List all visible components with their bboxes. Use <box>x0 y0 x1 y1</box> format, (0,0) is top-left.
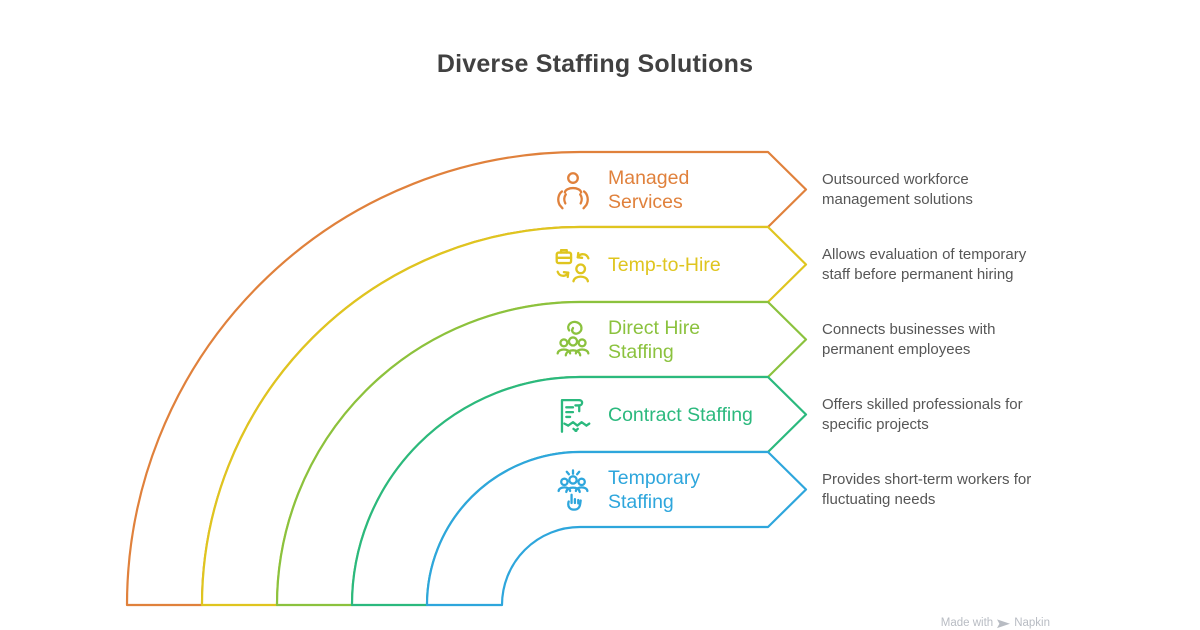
desc-line: management solutions <box>822 190 973 208</box>
label-line: Services <box>608 190 683 213</box>
row-label: Temporary Staffing <box>608 452 788 527</box>
direct-hire-staffing-icon <box>548 302 598 377</box>
page-title: Diverse Staffing Solutions <box>436 50 754 78</box>
label-line: Managed <box>608 166 690 189</box>
managed-services-icon <box>548 152 598 227</box>
row-temp-to-hire: Temp-to-Hire Allows evaluation of tempor… <box>540 227 1100 302</box>
watermark: Made with Napkin <box>941 616 1050 630</box>
label-line: Staffing <box>608 490 674 513</box>
desc-line: Outsourced workforce <box>822 171 969 188</box>
desc-line: specific projects <box>822 415 929 433</box>
row-description: Outsourced workforce management solution… <box>822 152 1082 227</box>
band-4 <box>425 450 808 607</box>
label-line: Staffing <box>608 340 674 363</box>
label-line: Temp-to-Hire <box>608 253 721 276</box>
row-label: Managed Services <box>608 152 788 227</box>
label-line: Contract Staffing <box>608 403 753 426</box>
desc-line: Offers skilled professionals for <box>822 396 1023 413</box>
row-direct-hire-staffing: Direct Hire Staffing Connects businesses… <box>540 302 1100 377</box>
row-description: Connects businesses with permanent emplo… <box>822 302 1082 377</box>
desc-line: permanent employees <box>822 340 971 358</box>
row-description: Offers skilled professionals for specifi… <box>822 377 1082 452</box>
napkin-plane-icon <box>997 618 1011 628</box>
row-description: Allows evaluation of temporary staff bef… <box>822 227 1082 302</box>
contract-staffing-icon <box>548 377 598 452</box>
temp-to-hire-icon <box>548 227 598 302</box>
row-temporary-staffing: Temporary Staffing Provides short-term w… <box>540 452 1100 527</box>
temporary-staffing-icon <box>548 452 598 527</box>
desc-line: Provides short-term workers for <box>822 471 1032 488</box>
row-label: Contract Staffing <box>608 377 788 452</box>
watermark-brand: Napkin <box>1014 617 1050 629</box>
watermark-prefix: Made with <box>940 617 994 629</box>
row-description: Provides short-term workers for fluctuat… <box>822 452 1082 527</box>
row-contract-staffing: Contract Staffing Offers skilled profess… <box>540 377 1100 452</box>
desc-line: Allows evaluation of temporary <box>822 246 1027 263</box>
label-line: Temporary <box>608 466 701 489</box>
label-line: Direct Hire <box>608 316 701 339</box>
row-managed-services: Managed Services Outsourced workforce ma… <box>540 152 1100 227</box>
desc-line: Connects businesses with <box>822 321 996 338</box>
row-label: Temp-to-Hire <box>608 227 788 302</box>
desc-line: staff before permanent hiring <box>822 265 1014 283</box>
desc-line: fluctuating needs <box>822 490 936 508</box>
row-label: Direct Hire Staffing <box>608 302 788 377</box>
